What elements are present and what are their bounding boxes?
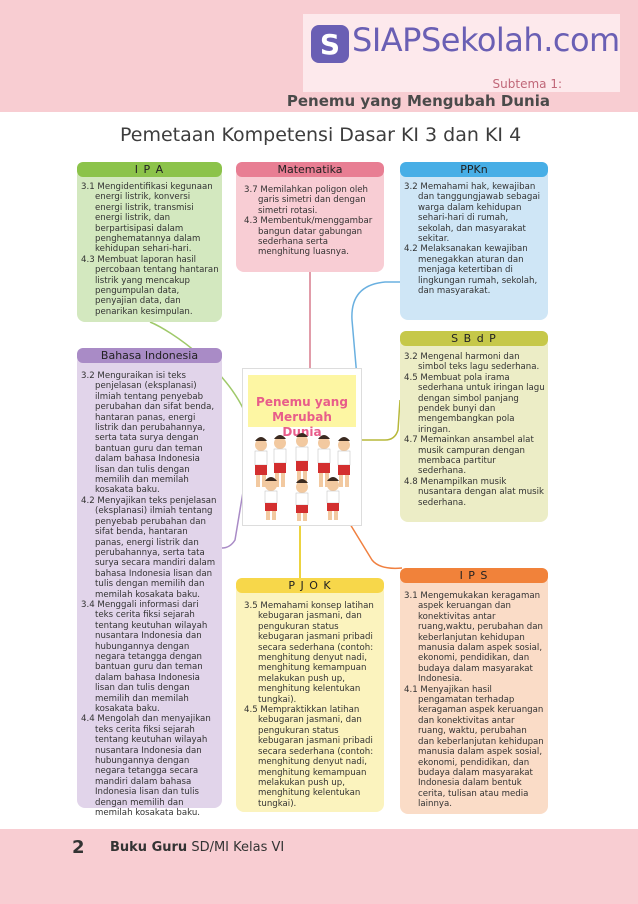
ppkn-item: 3.2 Memahami hak, kewajiban dan tanggung… [404, 182, 540, 245]
connector-ppkn [351, 281, 400, 413]
ipa-box [77, 168, 222, 322]
subtema-label: Subtema 1: [492, 77, 562, 91]
page-number: 2 [72, 837, 85, 858]
matematika-text: 3.7 Memilahkan poligon oleh garis simetr… [244, 185, 380, 258]
ips-item: 4.1 Menyajikan hasil pengamatan terhadap… [404, 684, 544, 810]
bahasa-title: Bahasa Indonesia [77, 348, 222, 363]
ipa-item: 4.3 Membuat laporan hasil percobaan tent… [81, 254, 219, 317]
children-illustration [254, 433, 351, 521]
sbdp-item: 4.5 Membuat pola irama sederhana untuk i… [404, 372, 545, 435]
ppkn-text: 3.2 Memahami hak, kewajiban dan tanggung… [404, 182, 545, 296]
pjok-item: 3.5 Memahami konsep latihan kebugaran ja… [244, 601, 374, 705]
bahasa-item: 3.2 Menguraikan isi teks penjelasan (eks… [81, 371, 215, 496]
book-title-bold: Buku Guru [110, 840, 188, 855]
ips-text: 3.1 Mengemukakan keragaman aspek keruang… [404, 591, 545, 810]
ppkn-title: PPKn [400, 162, 548, 177]
pjok-title: P J O K [236, 578, 384, 593]
bahasa-item: 4.2 Menyajikan teks penjelasan (eksplana… [81, 495, 217, 600]
ipa-title: I P A [77, 162, 222, 177]
sbdp-item: 4.8 Menampilkan musik nusantara dengan a… [404, 476, 545, 508]
child-figures [254, 433, 351, 521]
matematika-item: 4.3 Membentuk/menggambar bangun datar ga… [244, 216, 373, 258]
bahasa-item: 3.4 Menggali informasi dari teks cerita … [81, 599, 208, 714]
book-title: Buku Guru SD/MI Kelas VI [110, 840, 284, 855]
ips-title: I P S [400, 568, 548, 583]
connector-ips [349, 523, 403, 570]
connector-sbdp [360, 399, 401, 441]
pjok-box [236, 584, 384, 812]
connector-bahasa [221, 479, 246, 549]
page-title: Pemetaan Kompetensi Dasar KI 3 dan KI 4 [120, 124, 522, 146]
ipa-text: 3.1 Mengidentifikasi kegunaan energi lis… [81, 182, 219, 317]
center-title-line: Penemu yang [256, 395, 348, 409]
ppkn-box [400, 168, 548, 320]
logo-mark: S [311, 25, 349, 63]
ips-box [400, 574, 548, 814]
pjok-text: 3.5 Memahami konsep latihan kebugaran ja… [244, 601, 381, 809]
sbdp-item: 3.2 Mengenal harmoni dan simbol teks lag… [404, 352, 540, 373]
matematika-title: Matematika [236, 162, 384, 177]
sbdp-text: 3.2 Mengenal harmoni dan simbol teks lag… [404, 352, 545, 508]
logo-text: SIAPSekolah.com [352, 21, 620, 59]
sbdp-box [400, 337, 548, 522]
matematika-item: 3.7 Memilahkan poligon oleh garis simetr… [244, 185, 368, 216]
center-title-line: Merubah Dunia [272, 410, 332, 439]
center-banner [248, 375, 356, 427]
footer-band [0, 829, 638, 904]
sbdp-item: 4.7 Memainkan ansambel alat musik campur… [404, 435, 534, 477]
center-image: Penemu yang Merubah Dunia [242, 368, 362, 526]
theme-title: Penemu yang Mengubah Dunia [286, 92, 550, 110]
bahasa-item: 4.4 Mengolah dan menyajikan teks cerita … [81, 714, 211, 819]
ips-item: 3.1 Mengemukakan keragaman aspek keruang… [404, 591, 543, 685]
sbdp-title: S B d P [400, 331, 548, 346]
matematika-box [236, 168, 384, 272]
pjok-item: 4.5 Mempraktikkan latihan kebugaran jasm… [244, 705, 374, 809]
center-title: Penemu yang Merubah Dunia [253, 395, 351, 440]
ppkn-item: 4.2 Melaksanakan kewajiban menegakkan at… [404, 244, 538, 297]
bahasa-text: 3.2 Menguraikan isi teks penjelasan (eks… [81, 371, 219, 818]
ipa-item: 3.1 Mengidentifikasi kegunaan energi lis… [81, 182, 213, 255]
book-title-rest: SD/MI Kelas VI [187, 840, 285, 855]
bahasa-box [77, 354, 222, 808]
logo-box [303, 14, 620, 92]
